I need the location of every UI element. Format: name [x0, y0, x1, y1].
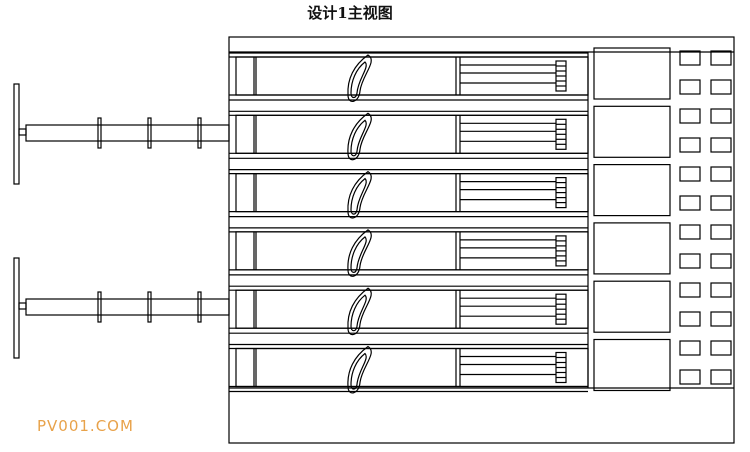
- arm-clamp-ring: [197, 117, 202, 149]
- arm-end-plate: [13, 257, 20, 359]
- side-button: [679, 311, 701, 327]
- side-button: [710, 195, 732, 211]
- arm-end-connector: [18, 302, 27, 310]
- side-button: [710, 137, 732, 153]
- arm-clamp-ring: [97, 291, 102, 323]
- side-button: [679, 137, 701, 153]
- drawer-tray: [235, 289, 589, 329]
- arm-end-connector: [18, 128, 27, 136]
- drawer-handle: [347, 54, 372, 102]
- drawer-handle: [347, 112, 372, 161]
- arm-shaft: [25, 124, 230, 142]
- drawer-tray: [235, 347, 589, 388]
- side-button: [710, 50, 732, 66]
- side-button: [679, 79, 701, 95]
- drawer-handle: [347, 170, 372, 219]
- drawer-display-box: [593, 280, 671, 333]
- side-button: [710, 369, 732, 385]
- extension-arms: [13, 83, 230, 359]
- drawer-4: [229, 222, 671, 277]
- extension-arm-1: [13, 83, 230, 185]
- side-button: [679, 340, 701, 356]
- drawer-stack: [229, 47, 734, 394]
- arm-clamp-ring: [147, 291, 152, 323]
- drawer-handle: [347, 345, 372, 394]
- extension-arm-2: [13, 257, 230, 359]
- side-button: [679, 369, 701, 385]
- drawer-display-box: [593, 164, 671, 217]
- side-button: [710, 253, 732, 269]
- drawer-display-box: [593, 338, 671, 392]
- drawer-handle-inner: [350, 61, 367, 99]
- side-button: [679, 166, 701, 182]
- drawer-handle: [347, 229, 372, 277]
- drawer-handle-inner: [350, 119, 367, 157]
- side-button: [679, 253, 701, 269]
- side-button: [710, 311, 732, 327]
- drawer-1: [229, 47, 671, 102]
- side-button: [710, 79, 732, 95]
- drawer-5: [229, 280, 671, 336]
- drawer-handle-inner: [350, 352, 367, 390]
- drawer-2: [229, 105, 671, 161]
- drawer-handle-inner: [350, 294, 367, 332]
- drawer-tray: [235, 173, 589, 213]
- drawer-display-box: [593, 105, 671, 158]
- drawer-handle: [347, 287, 372, 336]
- side-button: [710, 282, 732, 298]
- drawer-tray: [235, 114, 589, 154]
- side-button: [679, 108, 701, 124]
- side-button: [679, 50, 701, 66]
- watermark-text: PV001.COM: [37, 417, 134, 435]
- side-button-panel: [679, 50, 732, 385]
- side-button: [710, 224, 732, 240]
- drawer-tray: [235, 231, 589, 271]
- side-button: [710, 166, 732, 182]
- drawer-3: [229, 164, 671, 219]
- drawer-display-box: [593, 47, 671, 100]
- arm-clamp-ring: [147, 117, 152, 149]
- arm-clamp-ring: [97, 117, 102, 149]
- drawing-title: 设计1主视图: [307, 4, 393, 22]
- side-button: [679, 282, 701, 298]
- drawer-6: [229, 338, 671, 394]
- side-button: [679, 224, 701, 240]
- side-button: [710, 108, 732, 124]
- drawer-handle-inner: [350, 177, 367, 215]
- drawer-handle-inner: [350, 236, 367, 273]
- arm-shaft: [25, 298, 230, 316]
- drawer-tray: [235, 56, 589, 96]
- side-button: [679, 195, 701, 211]
- side-button: [710, 340, 732, 356]
- drawer-display-box: [593, 222, 671, 275]
- cabinet-frame: [228, 36, 735, 444]
- arm-end-plate: [13, 83, 20, 185]
- arm-clamp-ring: [197, 291, 202, 323]
